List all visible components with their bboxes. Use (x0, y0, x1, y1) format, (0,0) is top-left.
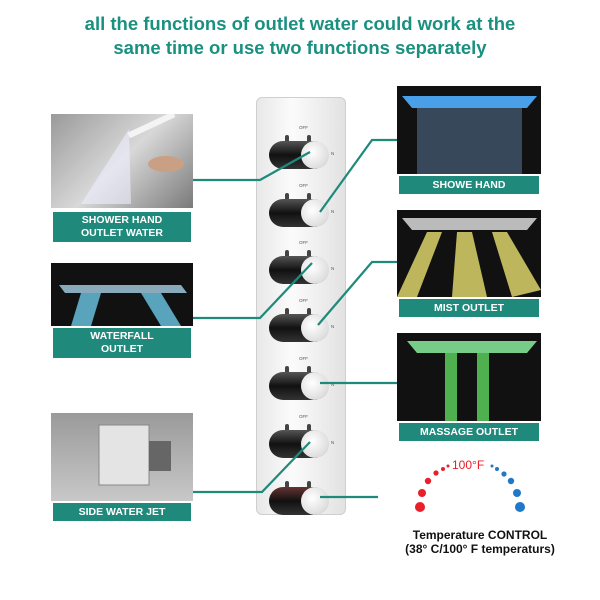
thermostatic-knob[interactable] (269, 481, 331, 515)
temperature-range: (38° C/100° F temperaturs) (405, 542, 555, 556)
mist-shower-photo (397, 210, 541, 297)
card-label: SIDE WATER JET (51, 501, 193, 523)
handshower-photo (51, 114, 193, 208)
card-label: MASSAGE OUTLET (397, 421, 541, 443)
card-mist-outlet: MIST OUTLET (397, 210, 541, 319)
card-label: WATERFALL OUTLET (51, 326, 193, 360)
card-showe-hand: SHOWE HAND (397, 86, 541, 196)
card-waterfall-outlet: WATERFALL OUTLET (51, 263, 193, 360)
card-shower-hand-outlet: SHOWER HAND OUTLET WATER (51, 114, 193, 244)
temperature-value: 100°F (452, 458, 485, 472)
card-label: MIST OUTLET (397, 297, 541, 319)
card-massage-outlet: MASSAGE OUTLET (397, 333, 541, 443)
waterfall-photo (51, 263, 193, 326)
temperature-title: Temperature CONTROL (412, 528, 548, 542)
card-side-water-jet: SIDE WATER JET (51, 413, 193, 523)
headline: all the functions of outlet water could … (84, 13, 516, 58)
massage-shower-photo (397, 333, 541, 421)
card-label: SHOWER HAND OUTLET WATER (51, 210, 193, 244)
card-label: SHOWE HAND (397, 174, 541, 196)
rain-shower-photo (397, 86, 541, 174)
side-jet-photo (51, 413, 193, 501)
